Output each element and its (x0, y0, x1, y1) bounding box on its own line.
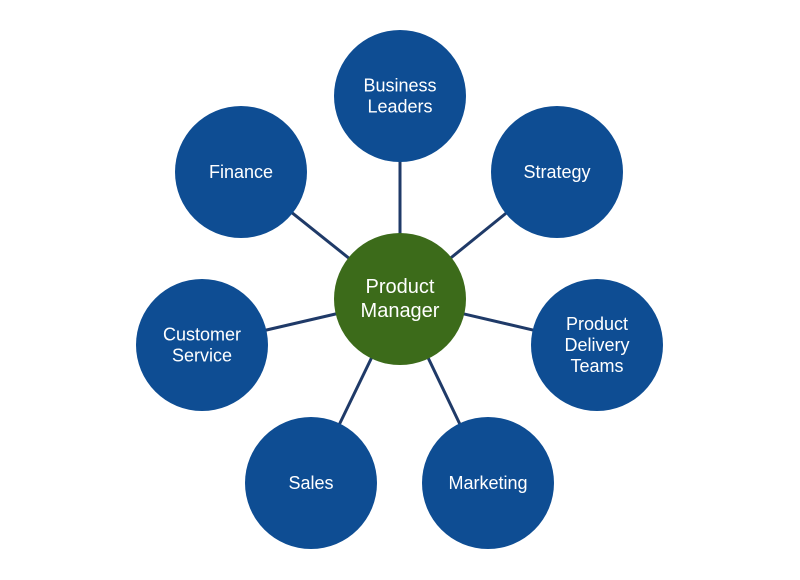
connector-strategy (448, 211, 509, 260)
node-finance-label-line: Finance (209, 162, 273, 182)
node-sales-circle (245, 417, 377, 549)
node-product-manager-label-line: Product (366, 276, 435, 298)
node-strategy: Strategy (491, 106, 623, 238)
node-strategy-circle (491, 106, 623, 238)
connector-customer-service (264, 312, 338, 332)
node-sales-label: Sales (288, 473, 333, 493)
node-customer-service-label-line: Service (172, 346, 232, 366)
node-marketing-label: Marketing (448, 473, 527, 493)
node-business-leaders-circle (334, 30, 466, 162)
node-sales-label-line: Sales (288, 473, 333, 493)
node-marketing-label-line: Marketing (448, 473, 527, 493)
connector-marketing (426, 356, 462, 426)
node-strategy-label-line: Strategy (523, 162, 590, 182)
node-product-manager-label-line: Manager (361, 300, 440, 322)
node-strategy-label: Strategy (523, 162, 590, 182)
node-finance-circle (175, 106, 307, 238)
connector-sales (337, 355, 374, 427)
node-product-manager-circle (334, 233, 466, 365)
connectors (264, 160, 536, 427)
node-product-delivery-teams-circle (531, 279, 663, 411)
node-business-leaders-label-line: Business (363, 76, 436, 96)
node-product-delivery-teams-label-line: Product (566, 314, 628, 334)
node-customer-service-circle (136, 279, 268, 411)
connector-product-delivery-teams (461, 312, 536, 332)
node-finance: Finance (175, 106, 307, 238)
node-business-leaders-label-line: Leaders (367, 97, 432, 117)
node-product-delivery-teams-label-line: Teams (570, 356, 623, 376)
node-product-delivery-teams-label-line: Delivery (564, 335, 629, 355)
connector-finance (290, 210, 351, 261)
node-sales: Sales (245, 417, 377, 549)
node-marketing: Marketing (422, 417, 554, 549)
node-customer-service-label-line: Customer (163, 325, 241, 345)
node-marketing-circle (422, 417, 554, 549)
node-finance-label: Finance (209, 162, 273, 182)
